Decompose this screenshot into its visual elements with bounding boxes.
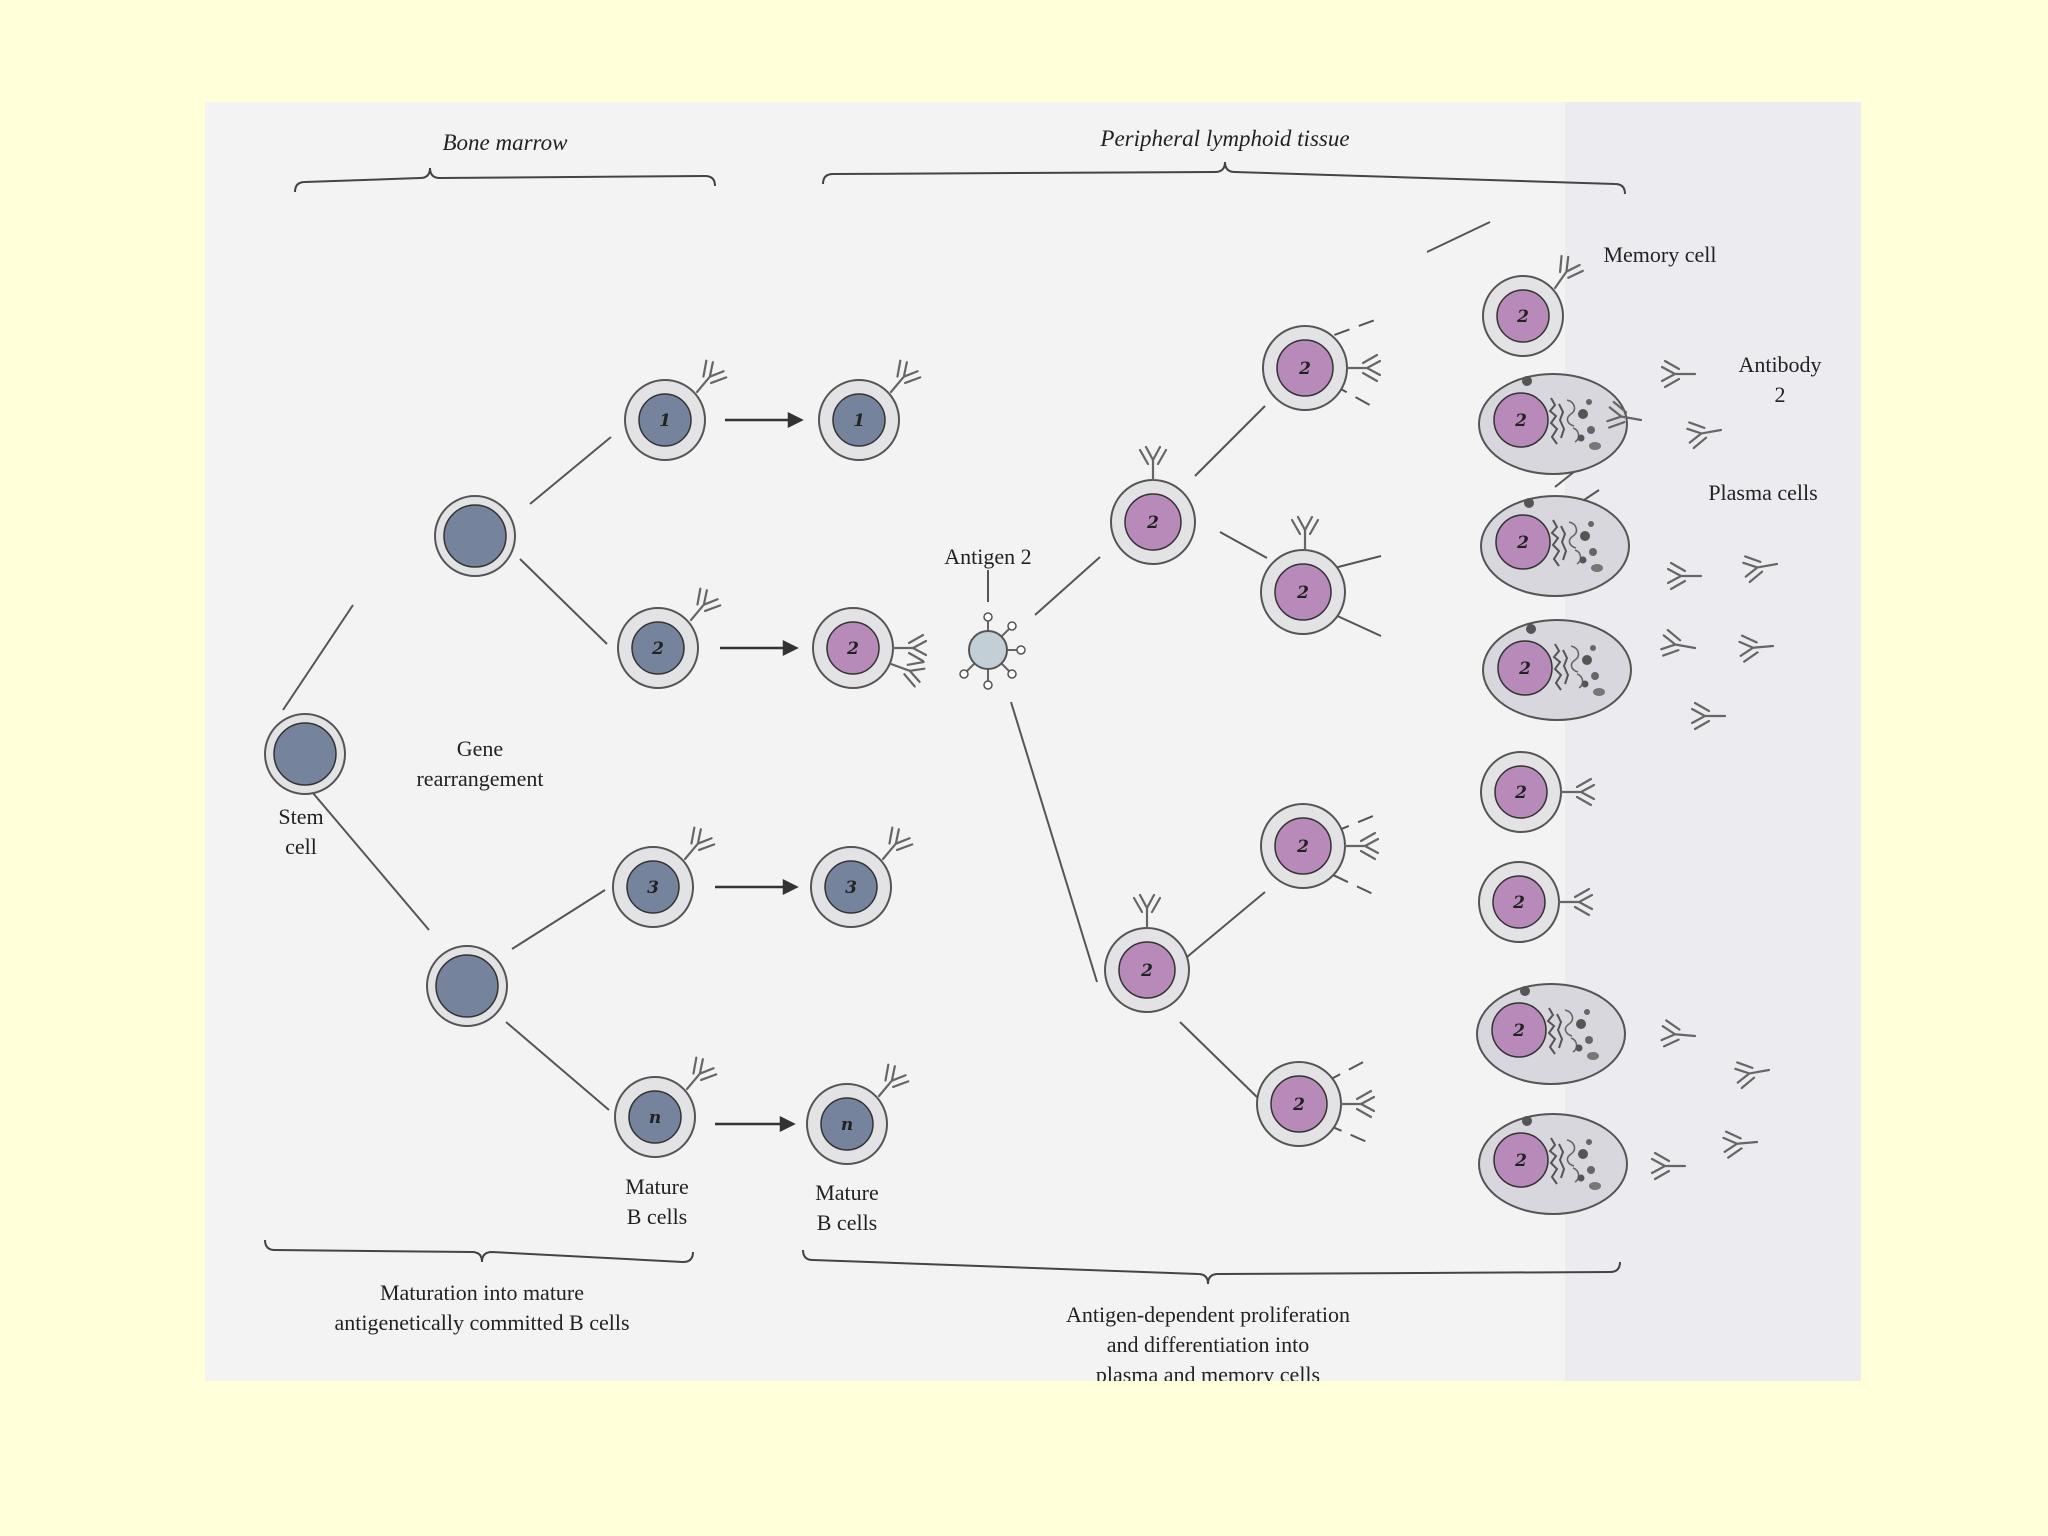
arrows	[715, 411, 804, 1133]
b-cell-clone-3: 3	[612, 824, 718, 928]
clone-number-3: 3	[647, 878, 659, 898]
b-cell-clone-1: 1	[624, 357, 730, 461]
clone-number-1b: 1	[853, 411, 865, 431]
gene-label-1: Gene	[457, 736, 503, 761]
clone-number-2: 2	[651, 639, 664, 659]
dividing-cell-b: 2	[1260, 515, 1346, 635]
mature-b-cells-label-b-1: Mature	[815, 1180, 879, 1205]
plasma-cell-3: 2	[1482, 619, 1632, 721]
b-cell-differentiation-diagram: 1 1 2 2 3 3 n	[205, 102, 1861, 1381]
plasma-cell-number-1: 2	[1514, 411, 1527, 431]
proliferation-bracket	[802, 1249, 1621, 1285]
mature-b-cells-label-a-1: Mature	[625, 1174, 689, 1199]
clone-number-n: n	[649, 1108, 661, 1128]
mature-b-cell-clone-3: 3	[810, 824, 916, 928]
memory-cell-number: 2	[1516, 307, 1529, 327]
clone-number-1: 1	[659, 411, 671, 431]
dividing-cell-number-c: 2	[1296, 837, 1309, 857]
activated-b-cell-2: 2	[1104, 893, 1190, 1013]
peripheral-bracket	[822, 161, 1626, 195]
mature-b-cell-clone-1: 1	[818, 357, 924, 461]
dividing-cell-d: 2	[1256, 1061, 1376, 1147]
clone-number-nb: n	[841, 1115, 853, 1135]
gene-label-2: rearrangement	[416, 766, 543, 791]
dividing-cell-c: 2	[1260, 803, 1380, 889]
memory-cell-b: 2	[1480, 751, 1596, 833]
activated-b-cell-1: 2	[1110, 445, 1196, 565]
dividing-cell-a: 2	[1262, 325, 1382, 411]
memory-cell-number-b: 2	[1514, 783, 1527, 803]
antibody-label-2: 2	[1775, 382, 1786, 407]
plasma-cell-number-4: 2	[1512, 1021, 1525, 1041]
stem-cell-label-2: cell	[285, 834, 317, 859]
b-cell-clone-2: 2	[617, 585, 724, 689]
mature-b-cell-clone-2: 2	[812, 607, 928, 689]
peripheral-header: Peripheral lymphoid tissue	[1099, 126, 1349, 151]
plasma-cell-number-2: 2	[1516, 533, 1529, 553]
clone-number-3b: 3	[845, 878, 857, 898]
dividing-cell-number-d: 2	[1292, 1095, 1305, 1115]
activated-cell-number-2: 2	[1140, 961, 1153, 981]
progenitor-cell-lower	[426, 945, 508, 1027]
proliferation-caption-3: plasma and memory cells	[1096, 1362, 1320, 1381]
plasma-cell-number-5: 2	[1514, 1151, 1527, 1171]
plasma-cell-2: 2	[1480, 495, 1630, 597]
mature-b-cells-label-b-2: B cells	[817, 1210, 878, 1235]
stem-cell	[264, 713, 346, 795]
antigen-label: Antigen 2	[944, 544, 1031, 569]
plasma-cell-number-3: 2	[1518, 659, 1531, 679]
plasma-cell-4: 2	[1476, 983, 1626, 1085]
plasma-cell-1: 2	[1478, 373, 1628, 475]
dividing-cell-number-a: 2	[1298, 359, 1311, 379]
plasma-cells-label: Plasma cells	[1708, 480, 1817, 505]
bone-marrow-bracket	[294, 167, 716, 193]
maturation-bracket	[264, 1239, 694, 1264]
antibody-label-1: Antibody	[1738, 352, 1821, 377]
progenitor-cell-upper	[434, 495, 516, 577]
plasma-cell-5: 2	[1478, 1113, 1628, 1215]
antigen-particle	[959, 570, 1026, 690]
stem-cell-label-1: Stem	[278, 804, 323, 829]
maturation-caption-2: antigenetically committed B cells	[334, 1310, 629, 1335]
memory-cell-c: 2	[1478, 861, 1594, 943]
memory-cell-label: Memory cell	[1603, 242, 1716, 267]
activated-cell-number-1: 2	[1146, 513, 1159, 533]
mature-b-cell-clone-n: n	[806, 1061, 912, 1165]
memory-cell: 2	[1482, 252, 1586, 357]
maturation-caption-1: Maturation into mature	[380, 1280, 584, 1305]
dividing-cell-number-b: 2	[1296, 583, 1309, 603]
b-cell-clone-n: n	[614, 1054, 720, 1158]
proliferation-caption-2: and differentiation into	[1107, 1332, 1309, 1357]
clone-number-2b: 2	[846, 639, 859, 659]
bone-marrow-header: Bone marrow	[442, 130, 568, 155]
proliferation-caption-1: Antigen-dependent proliferation	[1066, 1302, 1350, 1327]
memory-cell-number-c: 2	[1512, 893, 1525, 913]
mature-b-cells-label-a-2: B cells	[627, 1204, 688, 1229]
diagram-figure: 1 1 2 2 3 3 n	[205, 102, 1861, 1381]
